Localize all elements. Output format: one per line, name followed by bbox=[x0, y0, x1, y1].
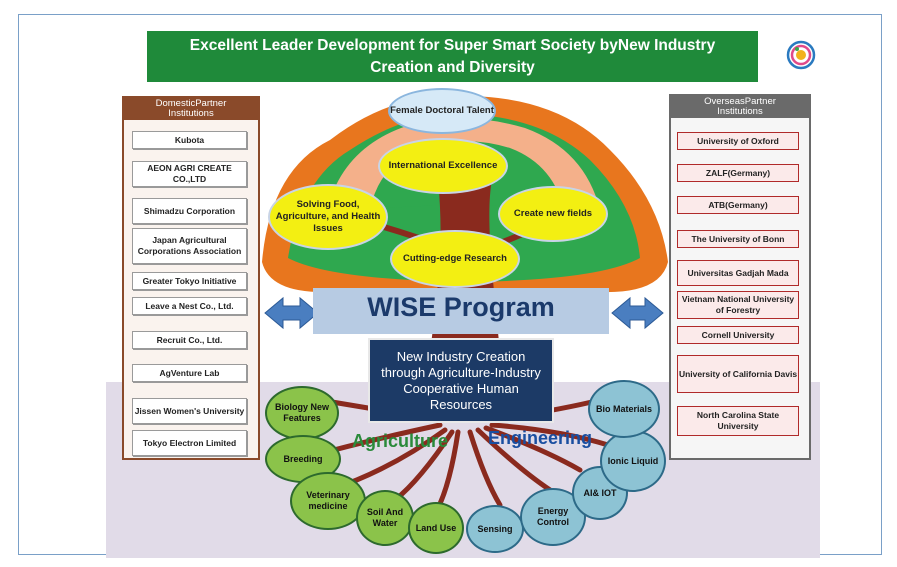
domestic-partners-panel: DomesticPartner Institutions Kubota AEON… bbox=[122, 96, 260, 460]
new-industry-creation-box: New Industry Creation through Agricultur… bbox=[368, 338, 554, 423]
domestic-partner-item: Jissen Women's University bbox=[132, 398, 247, 424]
overseas-partner-item: University of Oxford bbox=[677, 132, 799, 150]
domestic-partner-item: Leave a Nest Co., Ltd. bbox=[132, 297, 247, 315]
domestic-partner-item: AgVenture Lab bbox=[132, 364, 247, 382]
domestic-partner-item: Tokyo Electron Limited bbox=[132, 430, 247, 456]
overseas-partner-item: ATB(Germany) bbox=[677, 196, 799, 214]
bubble-solving-issues: Solving Food, Agriculture, and Health Is… bbox=[268, 184, 388, 250]
agriculture-label: Agriculture bbox=[352, 431, 449, 451]
domestic-title-line-2: Institutions bbox=[168, 108, 214, 119]
topic-breeding: Breeding bbox=[265, 435, 341, 483]
domestic-panel-title: DomesticPartner Institutions bbox=[124, 98, 258, 120]
bubble-female-doctoral-talent: Female Doctoral Talent bbox=[388, 88, 496, 134]
topic-land-use: Land Use bbox=[408, 502, 464, 554]
program-logo-icon bbox=[786, 40, 816, 70]
domestic-partner-item: Kubota bbox=[132, 131, 247, 149]
domestic-partner-item: Greater Tokyo Initiative bbox=[132, 272, 247, 290]
wise-program-band bbox=[313, 288, 609, 334]
left-double-arrow-icon bbox=[264, 296, 319, 330]
overseas-partner-item: University of California Davis bbox=[677, 355, 799, 393]
title-line-1: Excellent Leader Development for Super S… bbox=[189, 37, 716, 54]
bubble-cutting-edge-research: Cutting-edge Research bbox=[390, 230, 520, 288]
overseas-partner-item: ZALF(Germany) bbox=[677, 164, 799, 182]
domestic-partner-item: AEON AGRI CREATE CO.,LTD bbox=[132, 161, 247, 187]
overseas-title-line-1: OverseasPartner bbox=[704, 96, 776, 107]
overseas-partner-item: North Carolina State University bbox=[677, 406, 799, 436]
overseas-partner-item: The University of Bonn bbox=[677, 230, 799, 248]
bubble-international-excellence: International Excellence bbox=[378, 138, 508, 194]
domestic-partner-item: Recruit Co., Ltd. bbox=[132, 331, 247, 349]
domestic-title-line-1: DomesticPartner bbox=[155, 98, 227, 109]
overseas-partner-item: Vietnam National University of Forestry bbox=[677, 291, 799, 319]
domestic-partner-item: Japan Agricultural Corporations Associat… bbox=[132, 228, 247, 264]
topic-biology-new-features: Biology New Features bbox=[265, 386, 339, 440]
topic-bio-materials: Bio Materials bbox=[588, 380, 660, 438]
slide-title-banner: Excellent Leader Development for Super S… bbox=[147, 31, 758, 82]
overseas-partner-item: Cornell University bbox=[677, 326, 799, 344]
overseas-panel-title: OverseasPartner Institutions bbox=[671, 96, 809, 118]
right-double-arrow-icon bbox=[611, 296, 664, 330]
topic-veterinary-medicine: Veterinary medicine bbox=[290, 472, 366, 530]
overseas-partner-item: Universitas Gadjah Mada bbox=[677, 260, 799, 286]
wise-program-title: WISE Program bbox=[367, 292, 555, 322]
overseas-title-line-2: Institutions bbox=[717, 106, 763, 117]
domestic-partner-item: Shimadzu Corporation bbox=[132, 198, 247, 224]
topic-sensing: Sensing bbox=[466, 505, 524, 553]
topic-soil-and-water: Soil And Water bbox=[356, 490, 414, 546]
engineering-label: Engineering bbox=[488, 428, 593, 448]
bubble-create-new-fields: Create new fields bbox=[498, 186, 608, 242]
overseas-partners-panel: OverseasPartner Institutions University … bbox=[669, 94, 811, 460]
title-line-2: Creation and Diversity bbox=[370, 59, 535, 76]
topic-ionic-liquid: Ionic Liquid bbox=[600, 430, 666, 492]
